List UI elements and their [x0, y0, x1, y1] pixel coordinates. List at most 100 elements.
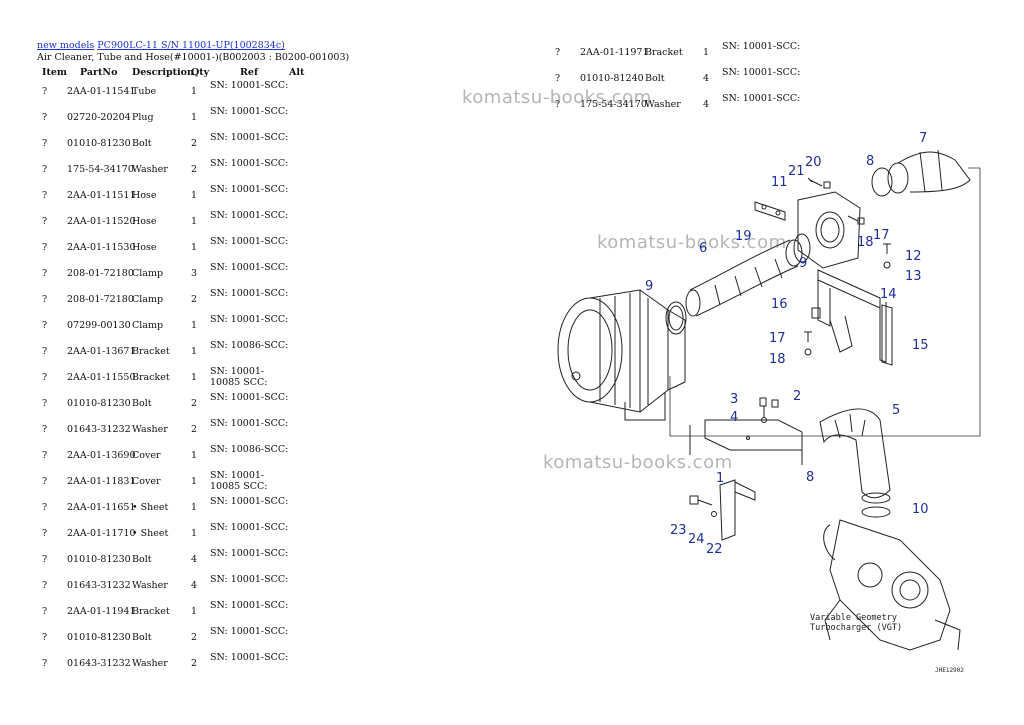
- cell-partno[interactable]: 01643-31232: [67, 658, 131, 669]
- cell-partno[interactable]: 208-01-72180: [67, 294, 134, 305]
- cell-description: • Sheet: [132, 528, 169, 539]
- cell-partno[interactable]: 2AA-01-13671: [67, 346, 136, 357]
- cell-qty: 4: [703, 73, 710, 84]
- callout-6: 6: [699, 241, 707, 256]
- table-row: ? 2AA-01-11710 • Sheet 1 SN: 10001-SCC:: [0, 522, 480, 548]
- cell-item: ?: [42, 658, 48, 669]
- cell-item: ?: [42, 606, 48, 617]
- cell-description: Bracket: [132, 606, 170, 617]
- cell-ref: SN: 10001-SCC:: [722, 93, 801, 104]
- cell-partno[interactable]: 07299-00130: [67, 320, 131, 331]
- table-row: ? 175-54-34170 Washer 2 SN: 10001-SCC:: [0, 158, 480, 184]
- cell-partno[interactable]: 2AA-01-11651: [67, 502, 136, 513]
- cell-qty: 1: [191, 86, 198, 97]
- cell-partno[interactable]: 2AA-01-11971: [580, 47, 649, 58]
- col-header-partno: PartNo: [80, 67, 118, 78]
- bracket-drawing: [754, 201, 786, 221]
- clamp-drawing: [793, 233, 811, 263]
- cell-ref: SN: 10086-SCC:: [210, 444, 289, 455]
- callout-12: 12: [905, 249, 922, 264]
- tube-drawing: [871, 149, 971, 197]
- cell-qty: 1: [191, 502, 198, 513]
- cell-description: Hose: [132, 190, 157, 201]
- cell-qty: 1: [191, 190, 198, 201]
- watermark-text: komatsu-books.com: [462, 87, 652, 108]
- cell-ref: SN: 10001-SCC:: [210, 236, 289, 247]
- cell-partno[interactable]: 02720-20204: [67, 112, 131, 123]
- cell-partno[interactable]: 2AA-01-13690: [67, 450, 136, 461]
- cell-description: Washer: [132, 164, 168, 175]
- table-row: ? 175-54-34170 Washer 4 SN: 10001-SCC:: [0, 93, 800, 119]
- breadcrumb: new models PC900LC-11 S/N 11001-UP(10028…: [37, 40, 285, 51]
- cell-ref: SN: 10086-SCC:: [210, 340, 289, 351]
- table-row: ? 01010-81240 Bolt 4 SN: 10001-SCC:: [0, 67, 800, 93]
- cell-qty: 1: [191, 528, 198, 539]
- cell-item: ?: [42, 528, 48, 539]
- col-header-description: Description: [132, 67, 194, 78]
- callout-10: 10: [912, 502, 929, 517]
- hose-drawing: [819, 408, 891, 504]
- cell-partno[interactable]: 2AA-01-11541: [67, 86, 136, 97]
- col-header-qty: Qty: [191, 67, 210, 78]
- cell-description: Bolt: [132, 554, 152, 565]
- cell-ref: SN: 10001-SCC:: [210, 132, 289, 143]
- cell-qty: 2: [191, 294, 198, 305]
- cell-partno[interactable]: 208-01-72180: [67, 268, 134, 279]
- cell-ref: SN: 10001-SCC:: [210, 158, 289, 169]
- table-row: ? 07299-00130 Clamp 1 SN: 10001-SCC:: [0, 314, 480, 340]
- cell-item: ?: [42, 502, 48, 513]
- cell-partno[interactable]: 01010-81240: [580, 73, 644, 84]
- cell-partno[interactable]: 2AA-01-11520: [67, 216, 136, 227]
- cell-partno[interactable]: 2AA-01-11511: [67, 190, 136, 201]
- cell-description: Bolt: [132, 138, 152, 149]
- cell-partno[interactable]: 01010-81230: [67, 632, 131, 643]
- cell-ref: SN: 10001-SCC:: [210, 522, 289, 533]
- cell-ref: SN: 10001-SCC:: [210, 80, 289, 91]
- cell-partno[interactable]: 01010-81230: [67, 138, 131, 149]
- watermark-text: komatsu-books.com: [597, 232, 787, 253]
- cell-description: Washer: [132, 580, 168, 591]
- cell-partno[interactable]: 01010-81230: [67, 554, 131, 565]
- caption-line-2: Turbocharger (VGT): [810, 623, 902, 633]
- cell-partno[interactable]: 2AA-01-11710: [67, 528, 136, 539]
- cell-qty: 2: [191, 398, 198, 409]
- breadcrumb-root-link[interactable]: new models: [37, 40, 95, 51]
- cell-item: ?: [42, 294, 48, 305]
- cell-item: ?: [42, 346, 48, 357]
- breadcrumb-model-link[interactable]: PC900LC-11 S/N 11001-UP(1002834c): [97, 40, 285, 51]
- cell-qty: 4: [703, 99, 710, 110]
- bracket-drawing: [689, 479, 756, 541]
- cell-description: • Sheet: [132, 502, 169, 513]
- callout-14: 14: [880, 287, 897, 302]
- cell-item: ?: [42, 86, 48, 97]
- cell-description: Tube: [132, 86, 157, 97]
- callout-19: 19: [735, 229, 752, 244]
- cell-partno[interactable]: 01010-81230: [67, 398, 131, 409]
- cell-partno[interactable]: 175-54-34170: [67, 164, 134, 175]
- cell-item: ?: [42, 138, 48, 149]
- clamp-drawing: [861, 506, 891, 518]
- cell-partno[interactable]: 175-54-34170: [580, 99, 647, 110]
- cell-ref: SN: 10001-SCC:: [210, 184, 289, 195]
- callout-18: 18: [857, 235, 874, 250]
- cell-qty: 2: [191, 632, 198, 643]
- cell-ref: SN: 10001-SCC:: [210, 652, 289, 663]
- callout-9: 9: [645, 279, 653, 294]
- cell-description: Washer: [645, 99, 681, 110]
- cell-description: Bracket: [132, 372, 170, 383]
- table-row: ? 2AA-01-13671 Bracket 1 SN: 10086-SCC:: [0, 340, 480, 366]
- cell-partno[interactable]: 2AA-01-11530: [67, 242, 136, 253]
- cell-qty: 1: [191, 320, 198, 331]
- cell-partno[interactable]: 2AA-01-11941: [67, 606, 136, 617]
- table-row: ? 01643-31232 Washer 2 SN: 10001-SCC:: [0, 418, 480, 444]
- table-row: ? 02720-20204 Plug 1 SN: 10001-SCC:: [0, 106, 480, 132]
- cell-partno[interactable]: 2AA-01-11550: [67, 372, 136, 383]
- cell-item: ?: [42, 164, 48, 175]
- cell-qty: 4: [191, 580, 198, 591]
- cell-partno[interactable]: 01643-31232: [67, 424, 131, 435]
- cell-qty: 1: [191, 112, 198, 123]
- page-subtitle: Air Cleaner, Tube and Hose(#10001-)(B002…: [37, 52, 350, 63]
- cell-partno[interactable]: 01643-31232: [67, 580, 131, 591]
- cell-partno[interactable]: 2AA-01-11831: [67, 476, 136, 487]
- cell-item: ?: [555, 73, 561, 84]
